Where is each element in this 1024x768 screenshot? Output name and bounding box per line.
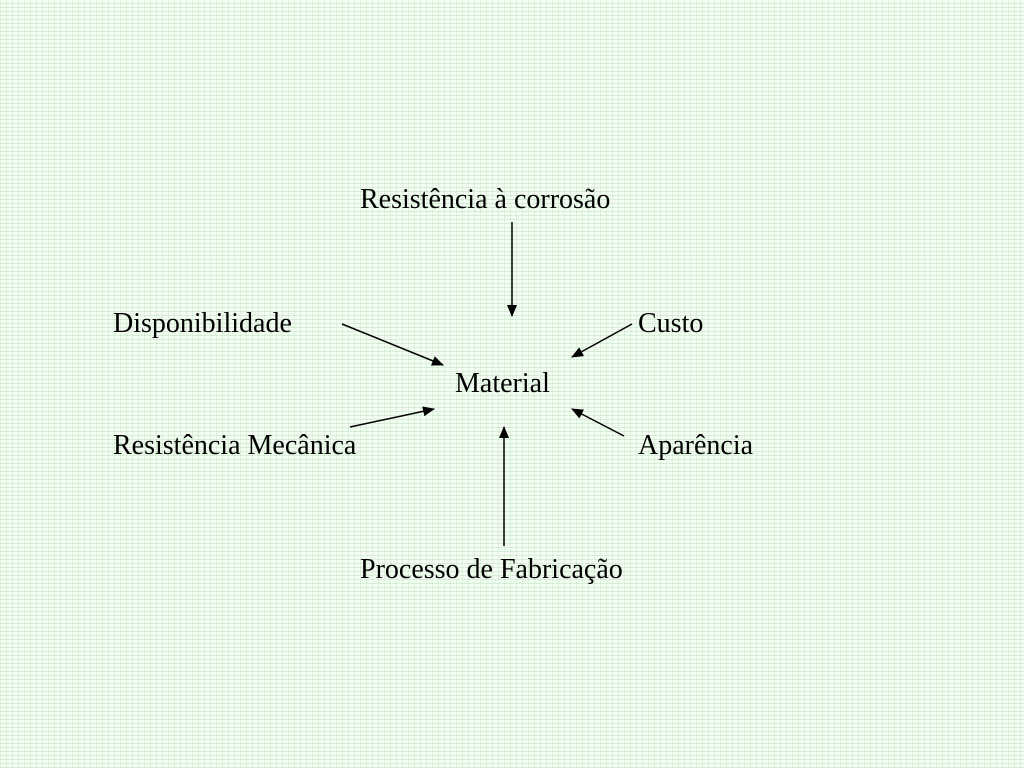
node-resistencia-corrosao: Resistência à corrosão xyxy=(360,184,611,215)
node-material: Material xyxy=(455,368,550,399)
node-aparencia: Aparência xyxy=(638,430,754,461)
node-resistencia-mecanica: Resistência Mecânica xyxy=(113,430,357,461)
arrow-custo-to-material xyxy=(571,323,633,358)
arrow-resistencia-mecanica-to-material xyxy=(349,406,435,428)
arrow-aparencia-to-material xyxy=(571,408,625,437)
node-custo: Custo xyxy=(638,308,704,339)
node-processo-fabricacao: Processo de Fabricação xyxy=(360,554,623,585)
node-disponibilidade: Disponibilidade xyxy=(113,308,292,339)
arrow-disponibilidade-to-material xyxy=(341,323,444,366)
